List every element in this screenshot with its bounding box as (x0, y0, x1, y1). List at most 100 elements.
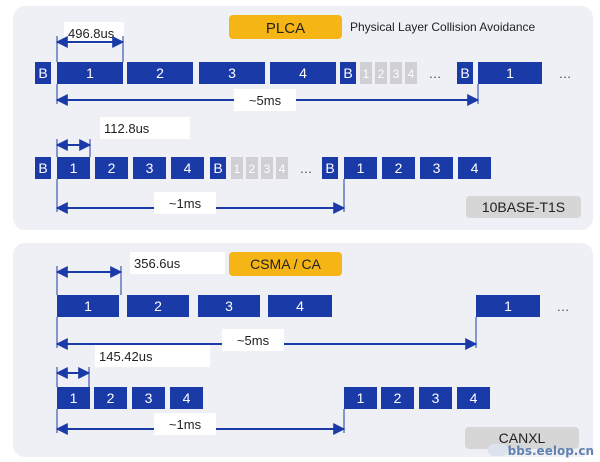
cycle-label-box (222, 329, 284, 351)
frame-block (94, 387, 127, 409)
csma-title-badge (229, 252, 342, 276)
cycle-label-box (154, 413, 216, 435)
frame-label: 1 (506, 65, 514, 81)
frame-label: B (343, 65, 352, 81)
ghost-frame-block (360, 62, 372, 84)
frame-label: 4 (183, 390, 191, 406)
ghost-frame-block (390, 62, 402, 84)
frame-label: 4 (470, 390, 478, 406)
frame-block (132, 387, 165, 409)
ghost-frame-block (231, 157, 243, 179)
frame-label: 3 (228, 65, 236, 81)
frame-label: 3 (146, 160, 154, 176)
frame-label: 1 (84, 298, 92, 314)
frame-label: 4 (408, 67, 415, 81)
plca-title: PLCA (266, 20, 305, 37)
frame-time-label: 356.6us (134, 256, 181, 271)
ghost-frame-block (405, 62, 417, 84)
frame-label: B (325, 160, 334, 176)
frame-block (199, 62, 265, 84)
frame-label: 2 (249, 162, 256, 176)
tag-badge-10base (466, 196, 581, 218)
frame-block (35, 62, 51, 84)
frame-label: 1 (70, 390, 78, 406)
frame-block (95, 157, 128, 179)
frame-time-label: 496.8us (68, 26, 115, 41)
cycle-label: ~5ms (249, 93, 282, 108)
ghost-frame-block (261, 157, 273, 179)
frame-block (133, 157, 166, 179)
frame-label: B (460, 65, 469, 81)
frame-label: 3 (433, 160, 441, 176)
frame-time-box (100, 117, 190, 139)
frame-label: 2 (394, 390, 402, 406)
cycle-label: ~1ms (169, 417, 202, 432)
frame-label: 2 (378, 67, 385, 81)
frame-label: 4 (279, 162, 286, 176)
frame-label: 2 (154, 298, 162, 314)
tag-10base: 10BASE-T1S (482, 199, 565, 215)
frame-block (127, 295, 189, 317)
frame-block (57, 295, 119, 317)
frame-label: 4 (471, 160, 479, 176)
ellipsis-mark: … (557, 299, 570, 314)
frame-block (419, 387, 452, 409)
frame-label: 1 (70, 160, 78, 176)
frame-label: 3 (432, 390, 440, 406)
frame-block (170, 387, 203, 409)
frame-time-label: 145.42us (99, 349, 153, 364)
plca-subtitle: Physical Layer Collision Avoidance (350, 20, 536, 34)
frame-block (171, 157, 204, 179)
ellipsis-mark: … (429, 66, 442, 81)
csma-title: CSMA / CA (250, 256, 321, 272)
cycle-label: ~5ms (237, 333, 270, 348)
frame-block (57, 62, 123, 84)
frame-label: 4 (296, 298, 304, 314)
frame-block (210, 157, 226, 179)
frame-block (478, 62, 542, 84)
frame-time-label: 112.8us (104, 121, 150, 136)
frame-block (381, 387, 414, 409)
frame-label: 1 (363, 67, 370, 81)
frame-block (340, 62, 356, 84)
frame-block (57, 387, 90, 409)
frame-label: 2 (107, 390, 115, 406)
watermark-decoration (488, 444, 508, 456)
frame-label: 2 (108, 160, 116, 176)
ghost-frame-block (246, 157, 258, 179)
frame-block (322, 157, 338, 179)
frame-label: 3 (145, 390, 153, 406)
frame-label: 1 (504, 298, 512, 314)
frame-label: B (38, 160, 47, 176)
frame-block (457, 62, 473, 84)
frame-block (57, 157, 90, 179)
frame-label: 1 (357, 160, 365, 176)
frame-block (127, 62, 193, 84)
tag-canxl: CANXL (499, 430, 546, 446)
frame-label: 4 (299, 65, 307, 81)
cycle-label: ~1ms (169, 196, 202, 211)
frame-block (476, 295, 540, 317)
frame-block (35, 157, 51, 179)
frame-block (420, 157, 453, 179)
frame-label: B (213, 160, 222, 176)
cycle-label-box (234, 89, 296, 111)
frame-label: 4 (184, 160, 192, 176)
ghost-frame-block (276, 157, 288, 179)
frame-block (458, 157, 491, 179)
frame-label: 2 (395, 160, 403, 176)
tag-badge-canxl (465, 427, 579, 449)
frame-label: 2 (156, 65, 164, 81)
frame-block (457, 387, 490, 409)
frame-time-box (95, 345, 210, 367)
plca-title-badge (229, 15, 342, 39)
frame-block (270, 62, 336, 84)
frame-time-box (130, 252, 225, 274)
frame-label: 3 (264, 162, 271, 176)
frame-block (268, 295, 332, 317)
frame-label: 3 (393, 67, 400, 81)
cycle-label-box (154, 192, 216, 214)
frame-block (198, 295, 260, 317)
